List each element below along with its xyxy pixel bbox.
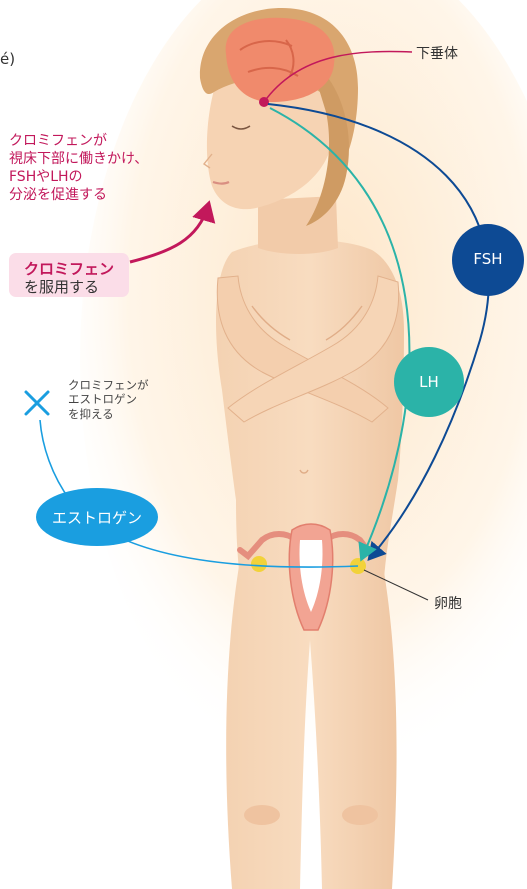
take-box-drug: クロミフェン	[24, 260, 129, 278]
note-line: クロミフェンが	[9, 133, 148, 151]
cross-mark-icon	[26, 392, 48, 414]
suppression-line: エストロゲン	[68, 392, 149, 406]
suppression-line: を抑える	[68, 407, 149, 421]
fsh-label: FSH	[452, 250, 524, 268]
pituitary-label: 下垂体	[416, 46, 458, 63]
clomiphene-action-note: クロミフェンが 視床下部に働きかけ、 FSHやLHの 分泌を促進する	[9, 133, 148, 205]
note-line: 分泌を促進する	[9, 187, 148, 205]
cropped-corner-text: é)	[0, 50, 15, 68]
note-line: FSHやLHの	[9, 169, 148, 187]
lh-label: LH	[394, 373, 464, 391]
left-follicle	[251, 556, 267, 572]
pituitary-marker	[259, 97, 269, 107]
estrogen-label: エストロゲン	[36, 507, 158, 528]
take-clomiphene-box: クロミフェン を服用する	[9, 253, 129, 297]
note-line: 視床下部に働きかけ、	[9, 151, 148, 169]
follicle-label: 卵胞	[434, 596, 462, 613]
suppression-line: クロミフェンが	[68, 378, 149, 392]
take-box-action: を服用する	[24, 278, 129, 296]
suppression-note: クロミフェンが エストロゲン を抑える	[68, 378, 149, 421]
